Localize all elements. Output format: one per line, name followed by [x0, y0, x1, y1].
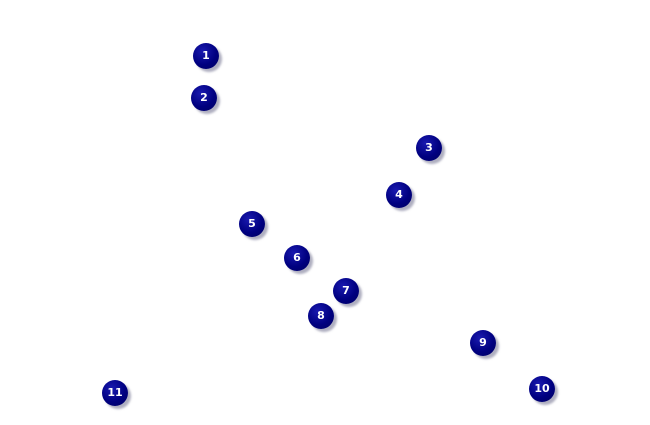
marker-11[interactable]: 11	[102, 380, 128, 406]
marker-10[interactable]: 10	[529, 376, 555, 402]
marker-2[interactable]: 2	[191, 85, 217, 111]
marker-6[interactable]: 6	[284, 245, 310, 271]
marker-8[interactable]: 8	[308, 303, 334, 329]
marker-3[interactable]: 3	[416, 135, 442, 161]
marker-1[interactable]: 1	[193, 43, 219, 69]
marker-4[interactable]: 4	[386, 182, 412, 208]
marker-5[interactable]: 5	[239, 211, 265, 237]
marker-9[interactable]: 9	[470, 330, 496, 356]
marker-7[interactable]: 7	[333, 278, 359, 304]
